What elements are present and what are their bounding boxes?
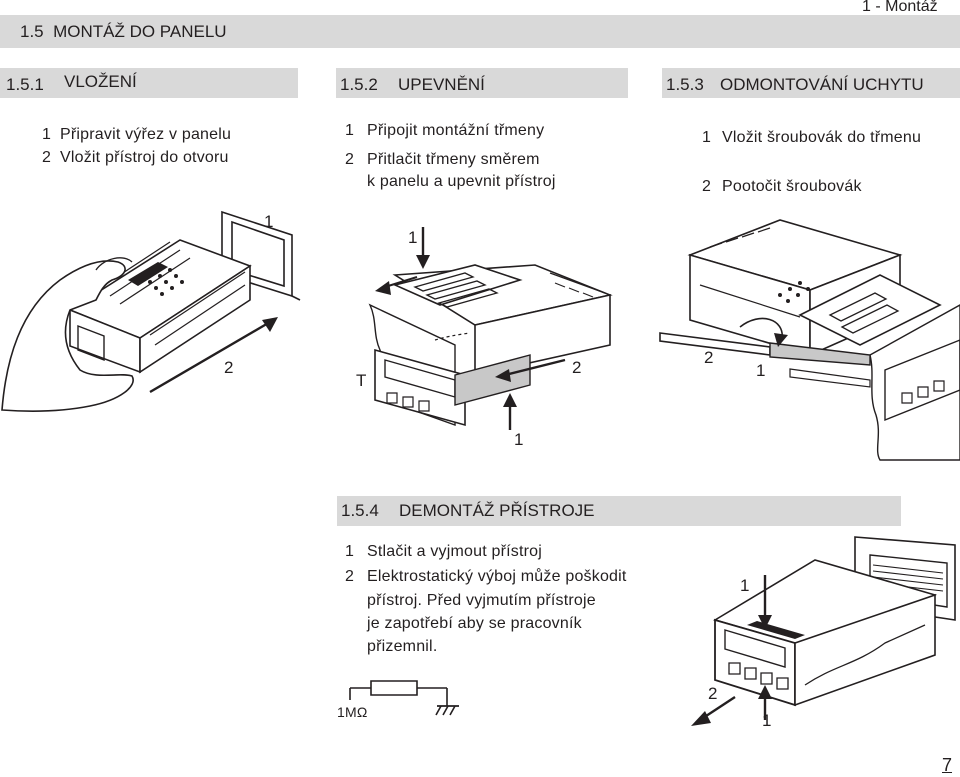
s151-callout-2: 2: [224, 358, 234, 377]
s154-step-2-line-4: přizemnil.: [367, 638, 438, 655]
s152-title: UPEVNĚNÍ: [398, 75, 485, 94]
s154-callout-2: 2: [708, 684, 718, 703]
s152-panel-mark: T: [356, 371, 367, 390]
s152-header-band: [336, 68, 628, 98]
insertion-illustration: [0, 200, 310, 420]
s151-title: VLOŽENÍ: [64, 72, 137, 91]
s153-callout-2: 2: [704, 348, 714, 367]
bracket-removal-illustration: [660, 215, 960, 460]
s153-number: 1.5.3: [666, 75, 704, 94]
s152-callout-2: 2: [572, 358, 582, 377]
s153-header-band: [662, 68, 960, 98]
s154-step-2-line-2: přístroj. Před vyjmutím přístroje: [367, 592, 596, 609]
s152-step-2-cont: k panelu a upevnit přístroj: [367, 173, 556, 190]
instrument-removal-illustration: [691, 535, 960, 726]
s154-number: 1.5.4: [341, 501, 379, 520]
s154-callout-1-top: 1: [740, 576, 750, 595]
resistor-label: 1MΩ: [337, 704, 368, 720]
chapter-label: 1 - Montáž: [862, 0, 938, 15]
s152-callout-1-bottom: 1: [514, 430, 524, 449]
s154-callout-1-bottom: 1: [762, 711, 772, 730]
page-number: 7: [942, 755, 953, 775]
s151-number: 1.5.1: [6, 75, 44, 94]
fastening-illustration: [355, 225, 620, 460]
s152-number: 1.5.2: [340, 75, 378, 94]
s153-title: ODMONTOVÁNÍ UCHYTU: [720, 75, 924, 94]
section-title: 1.5 MONTÁŽ DO PANELU: [20, 22, 227, 41]
s154-title: DEMONTÁŽ PŘÍSTROJE: [399, 501, 595, 520]
section-header-band: [0, 15, 960, 48]
s154-step-2-line-3: je zapotřebí aby se pracovník: [367, 615, 582, 632]
s154-header-band: [337, 496, 901, 526]
s151-callout-1: 1: [264, 212, 274, 231]
s152-callout-1-top: 1: [408, 228, 418, 247]
resistor-ground-symbol: [335, 670, 475, 730]
s151-header-band: [0, 68, 298, 98]
s153-callout-1: 1: [756, 361, 766, 380]
